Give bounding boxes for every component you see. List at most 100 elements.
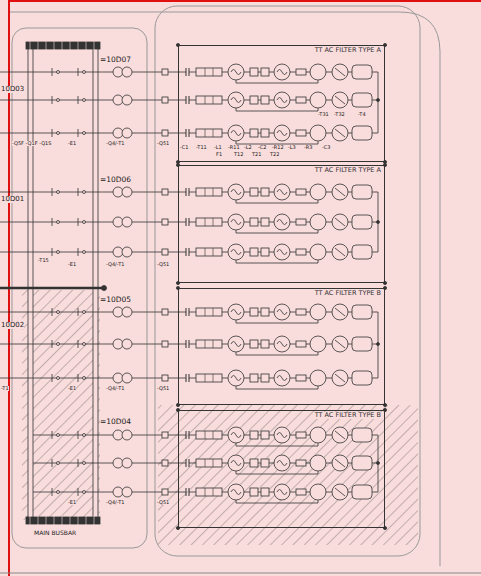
breaker-symbol xyxy=(78,308,79,316)
panel-label: -T1 xyxy=(1,386,9,391)
reactor-box xyxy=(205,488,206,496)
filter-title: TT AC FILTER TYPE A xyxy=(315,167,381,174)
capacitor-can xyxy=(352,428,372,442)
reactor-box xyxy=(213,374,214,382)
capacitor-plate xyxy=(186,129,187,137)
inductor-coil xyxy=(274,304,290,320)
reactor-box xyxy=(196,431,222,439)
reactor-box xyxy=(205,459,206,467)
transformer-coil xyxy=(113,307,123,317)
capacitor-plate xyxy=(186,218,187,226)
busbar-comb xyxy=(38,40,39,51)
switch-symbol xyxy=(162,97,168,103)
resistor-symbol xyxy=(261,248,269,256)
phase-line xyxy=(0,192,186,193)
breaker-symbol xyxy=(52,431,53,439)
breaker-symbol xyxy=(78,96,79,104)
breaker-contact xyxy=(57,434,60,437)
breaker-symbol xyxy=(52,96,53,104)
panel-label: =10D05 xyxy=(100,296,131,304)
breaker-contact xyxy=(83,132,86,135)
capacitor-plate xyxy=(186,96,187,104)
bar-end xyxy=(102,286,107,291)
busbar-comb xyxy=(30,515,31,526)
reactor-box xyxy=(213,68,214,76)
device-tag: -E1 xyxy=(68,386,76,391)
device-tag: -T31 xyxy=(318,112,329,117)
bypass-loop xyxy=(236,80,318,83)
breaker-symbol xyxy=(52,68,53,76)
capacitor-bank xyxy=(332,336,348,352)
coil-wave xyxy=(277,98,287,103)
device-tag: -Q51 xyxy=(157,262,169,267)
reactor-box xyxy=(196,68,222,76)
corner-dot xyxy=(383,403,386,406)
inductor-coil xyxy=(228,370,244,386)
capacitor-mark xyxy=(335,248,345,256)
resistor-symbol xyxy=(261,488,269,496)
device-tag: -R11 xyxy=(228,145,240,150)
coil-wave xyxy=(231,342,241,347)
switch-symbol xyxy=(162,432,168,438)
filter-title: TT AC FILTER TYPE B xyxy=(315,290,381,297)
transformer-coil xyxy=(122,373,132,383)
reactor-box xyxy=(196,340,222,348)
resistor-symbol xyxy=(296,432,306,438)
resistor-symbol xyxy=(296,97,306,103)
coil-wave xyxy=(231,433,241,438)
panel-label: 10D01 xyxy=(1,196,24,203)
capacitor-plate xyxy=(186,340,187,348)
breaker-symbol xyxy=(78,459,79,467)
coil-wave xyxy=(231,310,241,315)
bypass-loop xyxy=(236,141,318,144)
capacitor-plate xyxy=(186,488,187,496)
reactor-box xyxy=(213,96,214,104)
resistor-symbol xyxy=(261,129,269,137)
resistor-symbol xyxy=(250,459,258,467)
busbar-comb xyxy=(78,40,79,51)
capacitor-can xyxy=(352,337,372,351)
breaker-symbol xyxy=(52,459,53,467)
busbar-comb xyxy=(94,40,95,51)
breaker-symbol xyxy=(52,308,53,316)
resistor-symbol xyxy=(250,340,258,348)
resistor-symbol xyxy=(250,431,258,439)
resistor-symbol xyxy=(261,218,269,226)
breaker-symbol xyxy=(78,129,79,137)
capacitor-can xyxy=(352,456,372,470)
star-point xyxy=(378,312,379,378)
reactor-box xyxy=(213,488,214,496)
bypass-loop xyxy=(236,386,318,389)
filter-line xyxy=(372,435,378,436)
bypass-loop xyxy=(236,200,318,203)
reactor-box xyxy=(205,374,206,382)
breaker-contact xyxy=(57,132,60,135)
phase-line xyxy=(0,252,186,253)
resistor-symbol xyxy=(296,375,306,381)
star-dot xyxy=(377,221,380,224)
device-tag: F1 xyxy=(216,152,222,157)
coil-wave xyxy=(277,310,287,315)
device-tag: -C2 xyxy=(258,145,266,150)
bypass-loop xyxy=(236,500,318,503)
device-tag: -Q4/-T1 xyxy=(106,386,124,391)
switch-symbol xyxy=(162,249,168,255)
switch-symbol xyxy=(162,130,168,136)
resistor-symbol xyxy=(296,309,306,315)
reactor-box xyxy=(205,188,206,196)
reactor-box xyxy=(196,218,222,226)
resistor-symbol xyxy=(261,459,269,467)
breaker-contact xyxy=(83,343,86,346)
capacitor-mark xyxy=(335,340,345,348)
breaker-contact xyxy=(83,71,86,74)
reactor-box xyxy=(205,340,206,348)
breaker-contact xyxy=(57,191,60,194)
resistor-symbol xyxy=(261,308,269,316)
device-tag: -Q51 xyxy=(157,500,169,505)
busbar-comb xyxy=(62,515,63,526)
breaker-contact xyxy=(83,377,86,380)
reactor-box xyxy=(205,248,206,256)
phase-line xyxy=(0,222,186,223)
